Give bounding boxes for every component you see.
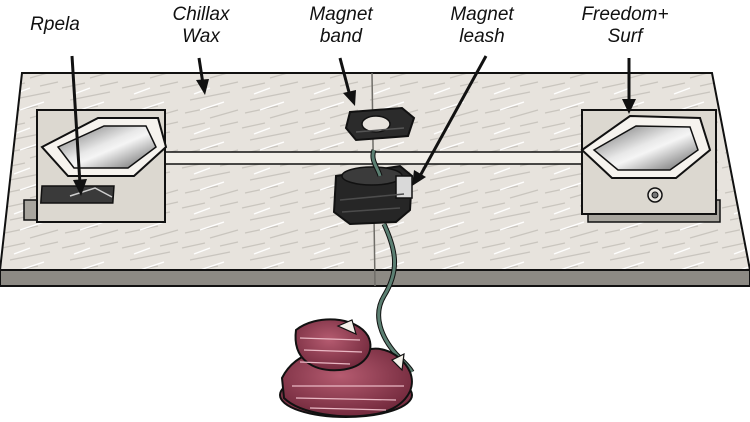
magnet-leash-arrow [412,55,488,186]
magnet-leash-cuff [332,164,414,226]
callout-arrows [70,55,636,196]
right-window [592,125,699,171]
label-rpela: Rpela [30,14,80,35]
label-magnet-band: Magnet band [309,4,373,47]
chillax-wax-arrow [196,57,209,95]
magnet-band-arrow [338,57,356,106]
kelp-clump [279,318,413,418]
label-freedom-surf: Freedom+ Surf [581,4,669,47]
freedom-surf-arrow [622,58,636,114]
magnet-band [344,106,416,142]
label-magnet-leash: Magnet leash [450,4,514,47]
label-chillax-wax: Chillax Wax [172,4,230,47]
rpela-arrow [70,55,87,196]
left-window [56,125,157,169]
left-pad [23,109,168,223]
right-pad [580,109,721,223]
